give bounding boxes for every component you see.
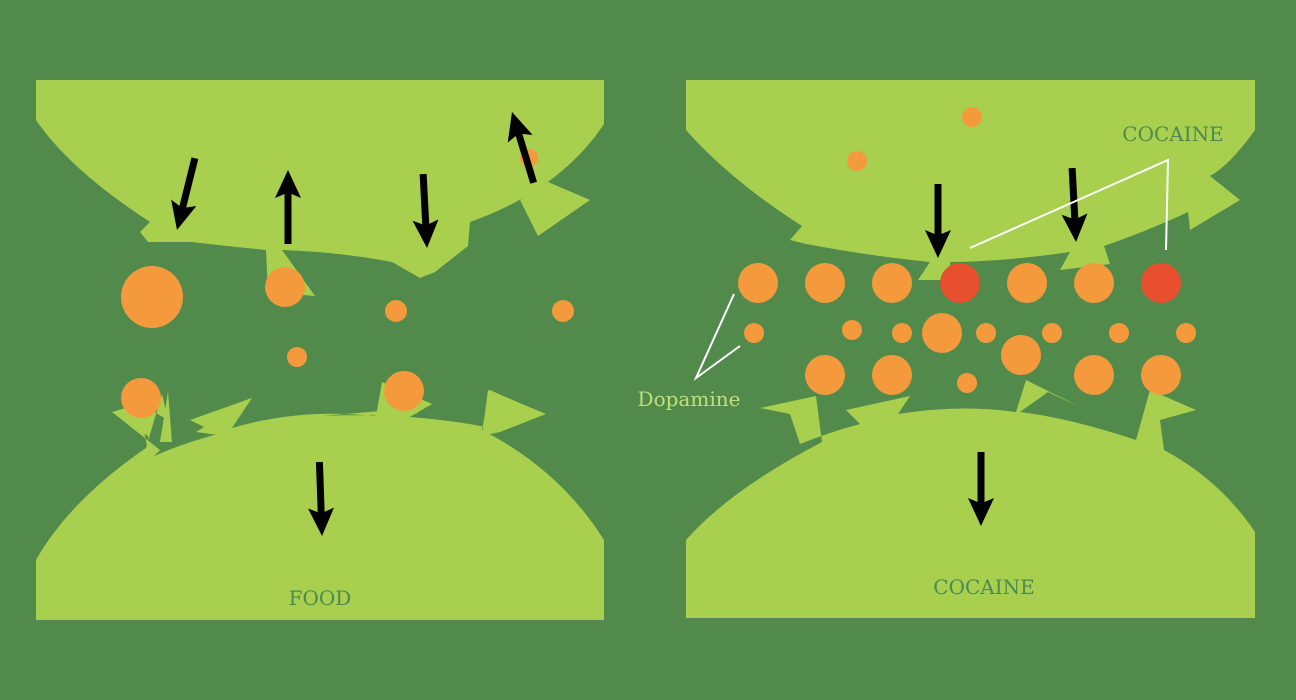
dopamine-molecule (847, 151, 867, 171)
dopamine-callout-label: Dopamine (638, 387, 741, 411)
cocaine-pointer-lines (969, 158, 1170, 251)
dopamine-molecule (265, 267, 305, 307)
cocaine-molecule (1141, 263, 1181, 303)
dopamine-molecule (892, 323, 912, 343)
dopamine-molecule (805, 263, 845, 303)
dopamine-molecule (744, 323, 764, 343)
food-caption: FOOD (289, 586, 352, 610)
dopamine-pointer-lines (693, 293, 741, 382)
postsynaptic-receptor (196, 398, 250, 436)
cocaine-caption: COCAINE (933, 575, 1034, 599)
dopamine-molecule (1176, 323, 1196, 343)
dopamine-molecule (922, 313, 962, 353)
postsynaptic-neuron (686, 380, 1255, 618)
cocaine-panel: COCAINE Dopamine COCAINE (638, 80, 1255, 618)
dopamine-molecule (1007, 263, 1047, 303)
postsynaptic-receptor (482, 390, 546, 436)
dopamine-molecule (962, 107, 982, 127)
dopamine-molecule (872, 263, 912, 303)
dopamine-molecule (957, 373, 977, 393)
dopamine-molecule (738, 263, 778, 303)
presynaptic-neuron (686, 80, 1255, 280)
postsynaptic-receptor (112, 412, 160, 460)
dopamine-molecule (1042, 323, 1062, 343)
dopamine-molecule (1109, 323, 1129, 343)
dopamine-molecule (872, 355, 912, 395)
presynaptic-receptor (520, 182, 590, 236)
dopamine-molecule (805, 355, 845, 395)
dopamine-molecule (1074, 355, 1114, 395)
dopamine-molecule (384, 371, 424, 411)
dopamine-molecule (121, 266, 183, 328)
dopamine-molecule (1001, 335, 1041, 375)
postsynaptic-receptor (160, 392, 172, 442)
dopamine-molecule (976, 323, 996, 343)
dopamine-molecule (842, 320, 862, 340)
dopamine-molecule (121, 378, 161, 418)
dopamine-molecule (1074, 263, 1114, 303)
presynaptic-neuron (36, 80, 604, 296)
food-panel: FOOD (36, 80, 604, 620)
dopamine-molecule (287, 347, 307, 367)
cocaine-callout-label: COCAINE (1122, 122, 1223, 146)
dopamine-molecule (552, 300, 574, 322)
cocaine-molecule (940, 263, 980, 303)
dopamine-molecule (1141, 355, 1181, 395)
dopamine-molecule (385, 300, 407, 322)
